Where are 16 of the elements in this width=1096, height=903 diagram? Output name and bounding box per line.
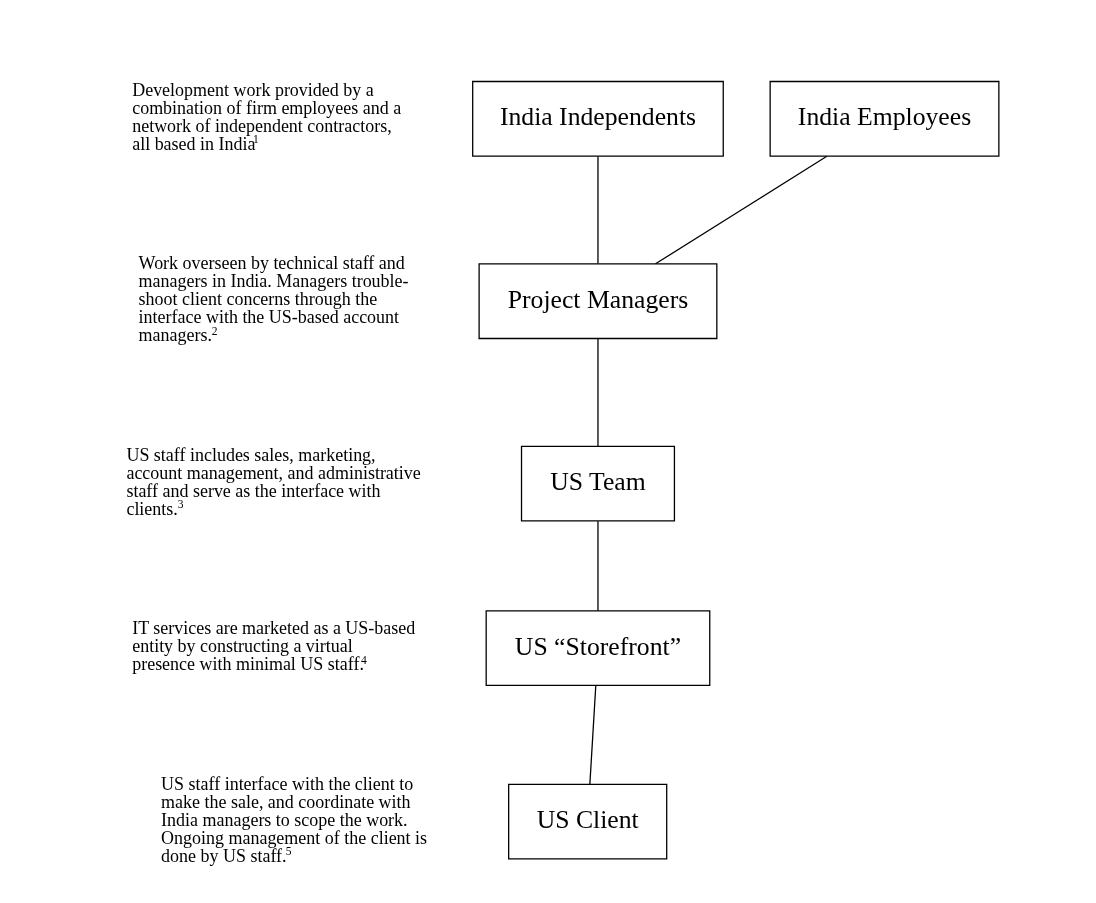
label: Work overseen by technical staff and managers in India. Managers trouble-shoot client concerns through the interface with the US-based account managers.$^{2}$: [138, 253, 409, 346]
connector: [588, 685, 596, 785]
node-box: India Employees: [769, 80, 999, 157]
node-box: US “Storefront”: [485, 610, 710, 687]
label: IT services are marketed as a US-based entity by constructing a virtual presence with minimal US staff.$^{4}$: [131, 618, 415, 675]
label: US staff interface with the client to make the sale, and coordinate with India managers to scope the work. Ongoing management of the client is done by US staff.$^{5}$: [160, 773, 427, 866]
node-box: US Client: [507, 783, 667, 860]
label: US staff includes sales, marketing, account management, and administrative staff and serve as the interface with clients.$^{3}$: [125, 444, 421, 519]
connector: [596, 155, 599, 265]
node-box: India Independents: [471, 80, 724, 157]
connector: [654, 155, 827, 265]
label: Development work provided by a combination of firm employees and a network of independent contractors, all based in India$^{1}$: [131, 79, 401, 154]
node-box: US Team: [520, 445, 675, 522]
connector: [596, 338, 599, 447]
node-box: Project Managers: [477, 263, 717, 340]
connector: [596, 520, 599, 612]
